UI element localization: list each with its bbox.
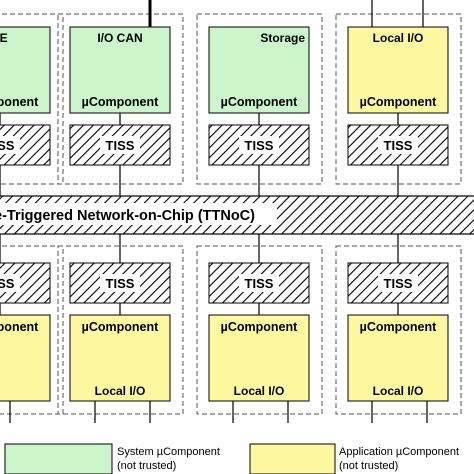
bottom-component-label: Local I/O [234,384,285,398]
top-component-label: I/O CAN [97,31,142,45]
legend-system-line2: (not trusted) [117,460,176,472]
top-tiss-backdrop [100,136,140,154]
top-node-frame [0,13,64,185]
legend: System µComponent (not trusted) Applicat… [4,443,459,474]
bottom-tiss-backdrop [100,274,140,292]
bottom-tiss-label: TISS [245,276,274,291]
bottom-node-0: TISS µComponent [0,234,64,415]
bottom-component-box [69,314,171,402]
top-component-sublabel: µComponent [221,95,298,109]
bottom-component-sublabel: µComponent [221,320,298,334]
bottom-tiss-label: TISS [384,276,413,291]
bottom-tiss-backdrop [239,274,279,292]
top-component-label: Local I/O [373,31,424,45]
bottom-component-label: Local I/O [373,384,424,398]
top-node-frame [196,13,323,185]
legend-system-swatch [4,443,113,474]
top-tiss-label: TISS [106,138,135,153]
bottom-component-label: Local I/O [95,384,146,398]
bottom-component-box [208,314,310,402]
legend-application-line1: Application µComponent [339,446,459,458]
top-component-box [0,26,51,114]
top-node-frame [57,13,184,185]
bottom-component-box [347,314,449,402]
bottom-tiss-backdrop [0,274,20,292]
top-component-label: TE [0,31,8,45]
top-tiss-label: TISS [0,138,15,153]
legend-application-line2: (not trusted) [339,460,398,472]
top-component-box [69,26,171,114]
top-component-sublabel: µComponent [0,95,39,109]
bottom-node-frame [196,245,323,415]
bottom-node-frame [57,245,184,415]
bottom-tiss-label: TISS [106,276,135,291]
top-tiss-backdrop [239,136,279,154]
top-component-sublabel: µComponent [360,95,437,109]
top-tiss-label: TISS [245,138,274,153]
top-tiss-label: TISS [384,138,413,153]
bottom-component-sublabel: µComponent [82,320,159,334]
bottom-component-sublabel: µComponent [360,320,437,334]
network-on-chip: e-Triggered Network-on-Chip (TTNoC) [0,195,474,235]
legend-application-swatch [249,443,336,474]
network-label-backdrop [0,203,277,225]
bottom-tiss-label: TISS [0,276,15,291]
legend-system-line1: System µComponent [117,446,220,458]
top-component-sublabel: µComponent [82,95,159,109]
bottom-node-frame [0,245,64,415]
top-component-box [208,26,310,114]
top-node-frame [335,13,462,185]
network-label: e-Triggered Network-on-Chip (TTNoC) [0,208,255,224]
top-component-label: Storage [260,31,305,45]
top-tiss-backdrop [378,136,418,154]
top-tiss-backdrop [0,136,20,154]
bottom-component-sublabel: µComponent [0,320,39,334]
bottom-node-frame [335,245,462,415]
bottom-component-box [0,314,51,402]
bottom-tiss-backdrop [378,274,418,292]
